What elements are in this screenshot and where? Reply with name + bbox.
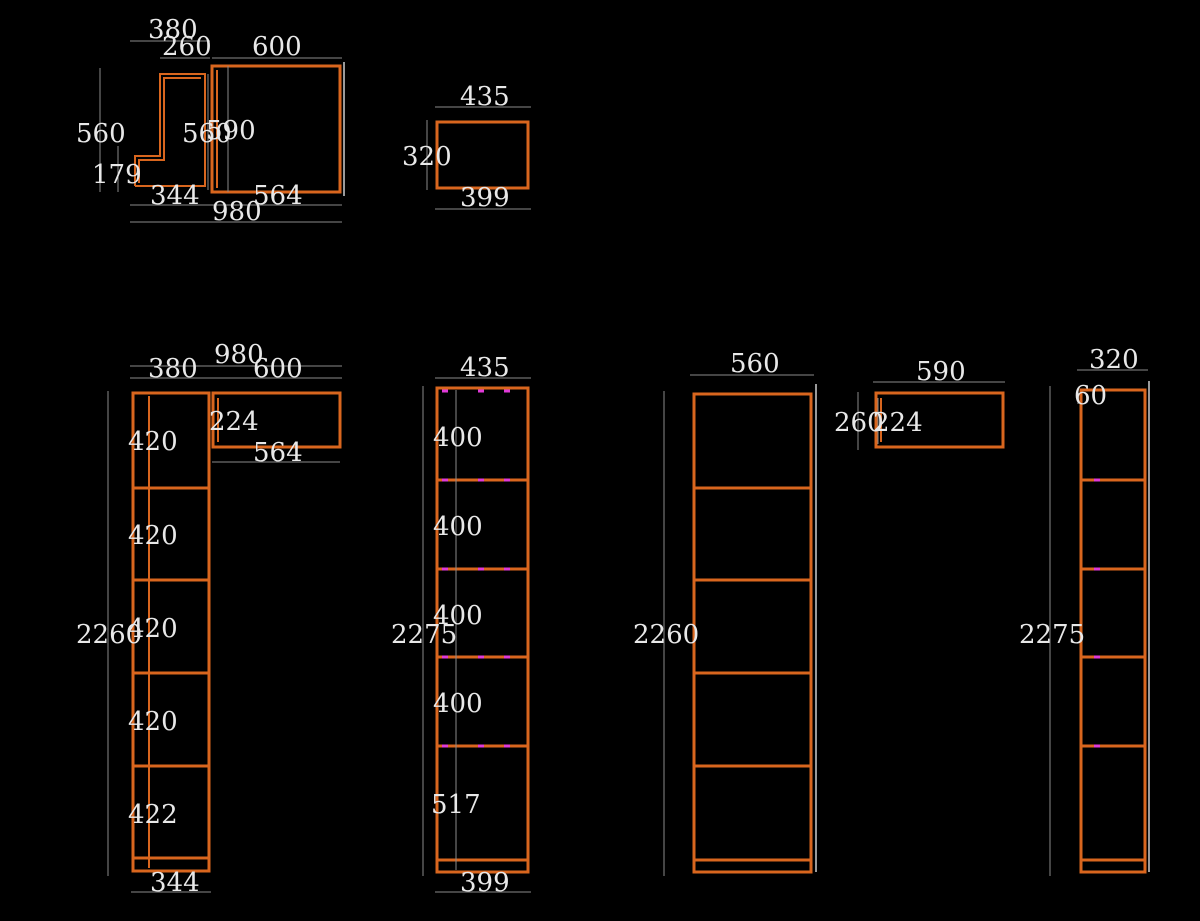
- dim-label-rect-height: 320: [402, 142, 452, 172]
- dim-label-a-shelf: 420: [128, 707, 178, 737]
- plan-l-inner-outline: [138, 77, 201, 183]
- dim-label-step-height: 179: [92, 160, 142, 190]
- dim-label-right-width: 600: [252, 32, 302, 62]
- dim-label-b-width-top: 435: [460, 353, 510, 383]
- dim-label-b-width-bottom: 399: [460, 868, 510, 898]
- elevation-d-column: [1079, 388, 1147, 874]
- dim-label-a-upper-box-bottom: 564: [253, 438, 303, 468]
- dim-label-b-shelf: 400: [433, 601, 483, 631]
- elevation-c: 560 2260: [633, 349, 817, 876]
- dim-label-a-right-width: 600: [253, 354, 303, 384]
- dim-label-a-shelf: 420: [128, 614, 178, 644]
- dim-label-d-top-gap: 60: [1074, 381, 1107, 411]
- dim-label-overall-width: 980: [212, 197, 262, 227]
- elevation-b-column: [435, 386, 530, 874]
- elevation-d: 320 60 2275: [1019, 345, 1150, 876]
- dim-label-bottom-left-width: 344: [150, 181, 200, 211]
- elevation-a-upper-box: [211, 391, 342, 449]
- dim-label-rect-width-top: 435: [460, 82, 510, 112]
- dim-label-right-height: 590: [206, 116, 256, 146]
- dim-label-b-shelf: 517: [431, 790, 481, 820]
- dim-label-d-height: 2275: [1019, 620, 1085, 650]
- elevation-c-column: [692, 392, 813, 874]
- dim-label-c-width: 560: [730, 349, 780, 379]
- plan-rect-outline: [435, 120, 530, 190]
- dim-label-b-shelf: 400: [433, 689, 483, 719]
- elevation-b: 435 2275 400 400 400 400 517 399: [391, 353, 531, 898]
- dim-label-c-height: 2260: [633, 620, 699, 650]
- dim-label-inner-height: 560: [182, 119, 232, 149]
- dim-label-b-shelf: 400: [433, 423, 483, 453]
- dim-label-a-overall-width: 980: [214, 340, 264, 370]
- dim-label-b-height: 2275: [391, 620, 457, 650]
- dim-label-b-shelf: 400: [433, 512, 483, 542]
- box-section-outline: [874, 391, 1005, 449]
- box-section: 590 260 224: [834, 357, 1005, 450]
- elevation-a: 380 980 600 224 564 2260 420 420 420 420…: [76, 340, 342, 898]
- dim-label-a-shelf: 422: [128, 800, 178, 830]
- dim-label-inner-top-width: 260: [162, 32, 212, 62]
- plan-l-outline: [134, 73, 206, 187]
- elevation-a-column: [131, 391, 211, 873]
- plan-right-box: [210, 64, 342, 194]
- plan-l-shape: 380 260 600 560 560 590 179 344 564 980: [76, 15, 345, 227]
- dim-label-d-width: 320: [1089, 345, 1139, 375]
- dim-label-rect-width-bottom: 399: [460, 183, 510, 213]
- dim-label-box-outer-height: 260: [834, 408, 884, 438]
- dim-label-bottom-right-width: 564: [253, 181, 303, 211]
- dim-label-box-inner-height: 224: [873, 408, 923, 438]
- dim-label-a-base-width: 344: [150, 868, 200, 898]
- plan-rect: 435 320 399: [402, 82, 531, 213]
- dim-label-box-width: 590: [916, 357, 966, 387]
- dim-label-top-width: 380: [148, 15, 198, 45]
- dim-label-a-left-width: 380: [148, 354, 198, 384]
- dim-label-a-height: 2260: [76, 620, 142, 650]
- dim-label-a-shelf: 420: [128, 521, 178, 551]
- dim-label-a-upper-box-height: 224: [209, 407, 259, 437]
- dim-label-left-height: 560: [76, 119, 126, 149]
- dim-label-a-shelf: 420: [128, 427, 178, 457]
